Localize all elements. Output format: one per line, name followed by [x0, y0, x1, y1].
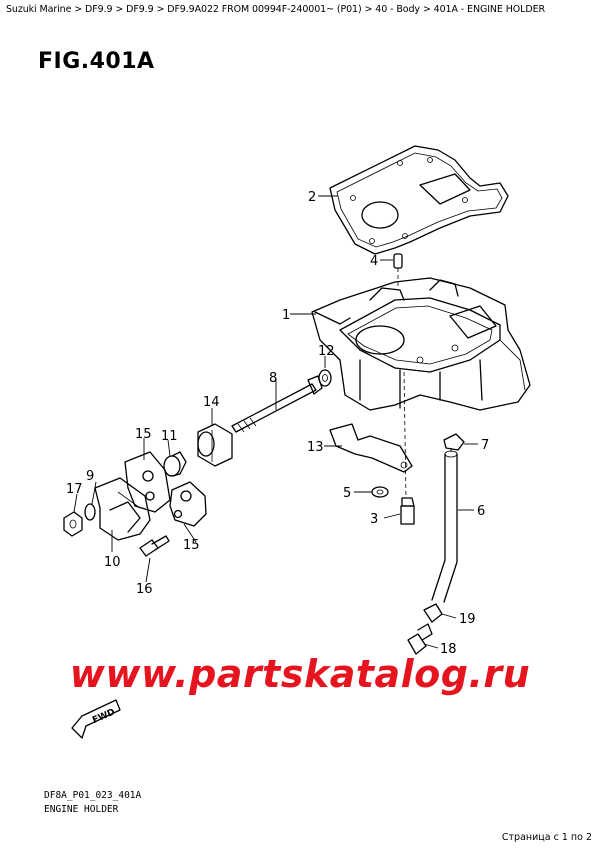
figure-title: FIG.401A — [38, 49, 155, 74]
breadcrumb[interactable]: Suzuki Marine > DF9.9 > DF9.9 > DF9.9A02… — [6, 4, 545, 15]
callout-6: 6 — [477, 504, 485, 519]
callout-2: 2 — [308, 190, 316, 205]
callout-17: 17 — [66, 482, 83, 497]
callout-7: 7 — [481, 438, 489, 453]
callout-13: 13 — [307, 440, 324, 455]
bracket-15-upper-part[interactable] — [124, 451, 171, 513]
figure-name: ENGINE HOLDER — [44, 804, 119, 815]
washer-9-part[interactable] — [84, 503, 96, 521]
bracket-15-lower-part[interactable] — [169, 481, 207, 527]
callout-10: 10 — [104, 555, 121, 570]
fitting-part[interactable] — [407, 623, 433, 655]
bolt-8-part[interactable] — [231, 375, 323, 433]
callout-3: 3 — [370, 512, 378, 527]
bolt-3-part[interactable] — [400, 497, 415, 525]
bolt-16-part[interactable] — [139, 535, 170, 557]
clip-7-part[interactable] — [443, 433, 465, 451]
collar-part[interactable] — [163, 451, 187, 477]
callout-4: 4 — [370, 254, 378, 269]
fwd-arrow-icon: FWD — [71, 699, 121, 739]
dowel-pin-part[interactable] — [393, 253, 403, 269]
callout-14: 14 — [203, 395, 220, 410]
engine-holder-part[interactable] — [311, 277, 531, 411]
washer-5-part[interactable] — [371, 486, 389, 498]
callout-5: 5 — [343, 486, 351, 501]
callout-9: 9 — [86, 469, 94, 484]
gasket-part[interactable] — [329, 145, 509, 255]
hose-part[interactable] — [431, 450, 458, 603]
watermark: www.partskatalog.ru — [69, 652, 531, 696]
nut-17-part[interactable] — [63, 511, 83, 537]
callout-15-lower: 15 — [183, 538, 200, 553]
callout-18: 18 — [440, 642, 457, 657]
callout-8: 8 — [269, 371, 277, 386]
callout-19: 19 — [459, 612, 476, 627]
clamp-plate-part[interactable] — [329, 423, 413, 473]
clip-19-part[interactable] — [423, 603, 443, 623]
callout-11: 11 — [161, 429, 178, 444]
figure-code: DF8A_P01_023_401A — [44, 790, 142, 801]
callout-16: 16 — [136, 582, 153, 597]
pagination: Страница с 1 по 2 — [501, 832, 592, 843]
holder-10-part[interactable] — [94, 477, 151, 541]
mount-rubber-part[interactable] — [197, 423, 233, 467]
callout-1: 1 — [282, 308, 290, 323]
callout-12: 12 — [318, 344, 335, 359]
callout-15-upper: 15 — [135, 427, 152, 442]
